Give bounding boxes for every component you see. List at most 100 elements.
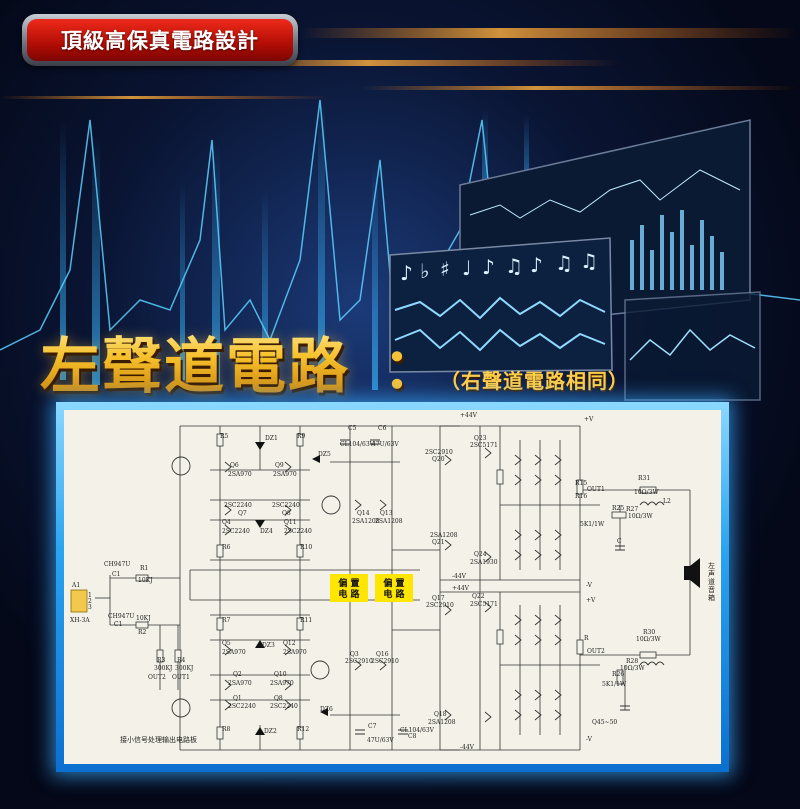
component-label: +44V: [452, 585, 470, 592]
section-title: 左聲道電路: [40, 318, 350, 405]
component-label: 300KJ: [154, 665, 173, 672]
component-label: 2SC2910: [425, 449, 453, 456]
component-label: 2SC2240: [270, 703, 298, 710]
resistors: [135, 433, 657, 740]
component-label: 2SA1208: [375, 518, 403, 525]
component-label: R1: [140, 565, 148, 572]
component-label: Q7: [238, 510, 247, 517]
component-label: 2SA970: [270, 680, 294, 687]
bias-circuit-box-1: [330, 574, 368, 602]
capacitors: [340, 439, 630, 735]
component-label: 2SA1930: [470, 559, 498, 566]
badge-text: 頂級高保真電路設計: [27, 19, 293, 61]
component-label: R26: [612, 671, 624, 678]
component-label: 47U/63V: [372, 441, 399, 448]
component-label: 2SC2240: [228, 703, 256, 710]
component-label: C7: [368, 723, 377, 730]
bias-label-1: 偏 置电 路: [338, 577, 360, 600]
component-label: Q6: [230, 462, 239, 469]
component-label: -V: [586, 736, 593, 743]
component-label: Q12: [283, 640, 296, 647]
component-label: DZ1: [265, 435, 278, 442]
svg-text:♪: ♪: [530, 253, 543, 277]
component-label: DZ2: [264, 728, 277, 735]
component-label: C1: [112, 571, 120, 578]
component-label: -44V: [460, 744, 475, 751]
component-label: 300KJ: [175, 665, 194, 672]
component-label: R9: [297, 433, 306, 440]
component-label: Q10: [274, 671, 287, 678]
component-label: C6: [378, 425, 387, 432]
component-label: R6: [222, 544, 231, 551]
component-label: R10: [300, 544, 312, 551]
component-label: Q8: [274, 695, 283, 702]
component-label: CH947U: [108, 613, 134, 620]
component-label: 2SA970: [228, 471, 252, 478]
component-label: R15: [575, 480, 587, 487]
component-label: 5K1/1W: [602, 681, 627, 688]
component-label: 10Ω/3W: [636, 636, 661, 643]
component-label: R28: [626, 658, 638, 665]
input-pin-label: 2: [88, 598, 92, 605]
component-label: 2SA970: [228, 680, 252, 687]
component-label: 10Ω/3W: [628, 513, 653, 520]
speaker-icon: [684, 558, 700, 588]
component-label: 2SA970: [222, 649, 246, 656]
component-label: Q2: [233, 671, 242, 678]
component-label: 2SC2910: [371, 658, 399, 665]
bias-label-2: 偏 置电 路: [383, 577, 405, 600]
component-label: +V: [586, 597, 596, 604]
component-label: R31: [638, 475, 650, 482]
title-colon: ：: [383, 337, 439, 402]
component-label: OUT2: [587, 648, 605, 655]
component-label: DZ5: [318, 451, 331, 458]
component-label: 5K1/1W: [580, 521, 605, 528]
svg-text:♫: ♫: [505, 254, 523, 278]
component-label: DZ4: [260, 528, 273, 535]
svg-text:♩: ♩: [462, 256, 471, 280]
component-label: C5: [348, 425, 357, 432]
component-label: 2SA1208: [352, 518, 380, 525]
component-label: Q17: [432, 595, 445, 602]
component-label: 2SC5171: [470, 601, 498, 608]
component-label: +V: [584, 416, 594, 423]
component-label: 2SC2910: [345, 658, 373, 665]
component-label: R7: [222, 617, 231, 624]
component-label: R: [584, 635, 589, 642]
component-label: 2SA970: [283, 649, 307, 656]
component-label: Q18: [434, 711, 447, 718]
component-label: C: [617, 538, 622, 545]
component-label: Q5: [222, 640, 231, 647]
svg-text:♭: ♭: [420, 259, 429, 283]
component-label: 2SC2240: [222, 528, 250, 535]
music-notes-screen: ♪♭♯ ♩♪♫ ♪♫♫: [389, 237, 613, 373]
component-label: -V: [586, 582, 593, 589]
component-label: Q22: [472, 593, 485, 600]
component-label: R11: [300, 617, 312, 624]
input-connector: [70, 589, 88, 613]
component-label: DZ6: [320, 706, 333, 713]
component-label: 2SC2240: [284, 528, 312, 535]
component-label: 2SC5171: [470, 442, 498, 449]
component-label: CH947U: [104, 561, 130, 568]
component-label: Q45~50: [592, 719, 617, 726]
component-label: Q3: [350, 651, 359, 658]
spectrum-panel-right: [624, 291, 761, 401]
component-label: R30: [643, 629, 655, 636]
component-label: 2SA970: [273, 471, 297, 478]
component-label: R2: [138, 629, 147, 636]
component-label: 47U/63V: [367, 737, 394, 744]
component-label: 2SA1208: [428, 719, 456, 726]
component-label: Q9: [275, 462, 284, 469]
inductors: [639, 501, 665, 666]
component-label: R12: [297, 726, 309, 733]
input-pin-label: 3: [88, 604, 92, 611]
svg-text:♫: ♫: [555, 251, 573, 275]
component-label: R4: [177, 657, 186, 664]
component-label: +44V: [460, 412, 478, 419]
component-label: 2SC2240: [272, 502, 300, 509]
svg-text:♯: ♯: [440, 257, 450, 281]
input-connector-label: A1: [71, 582, 80, 589]
